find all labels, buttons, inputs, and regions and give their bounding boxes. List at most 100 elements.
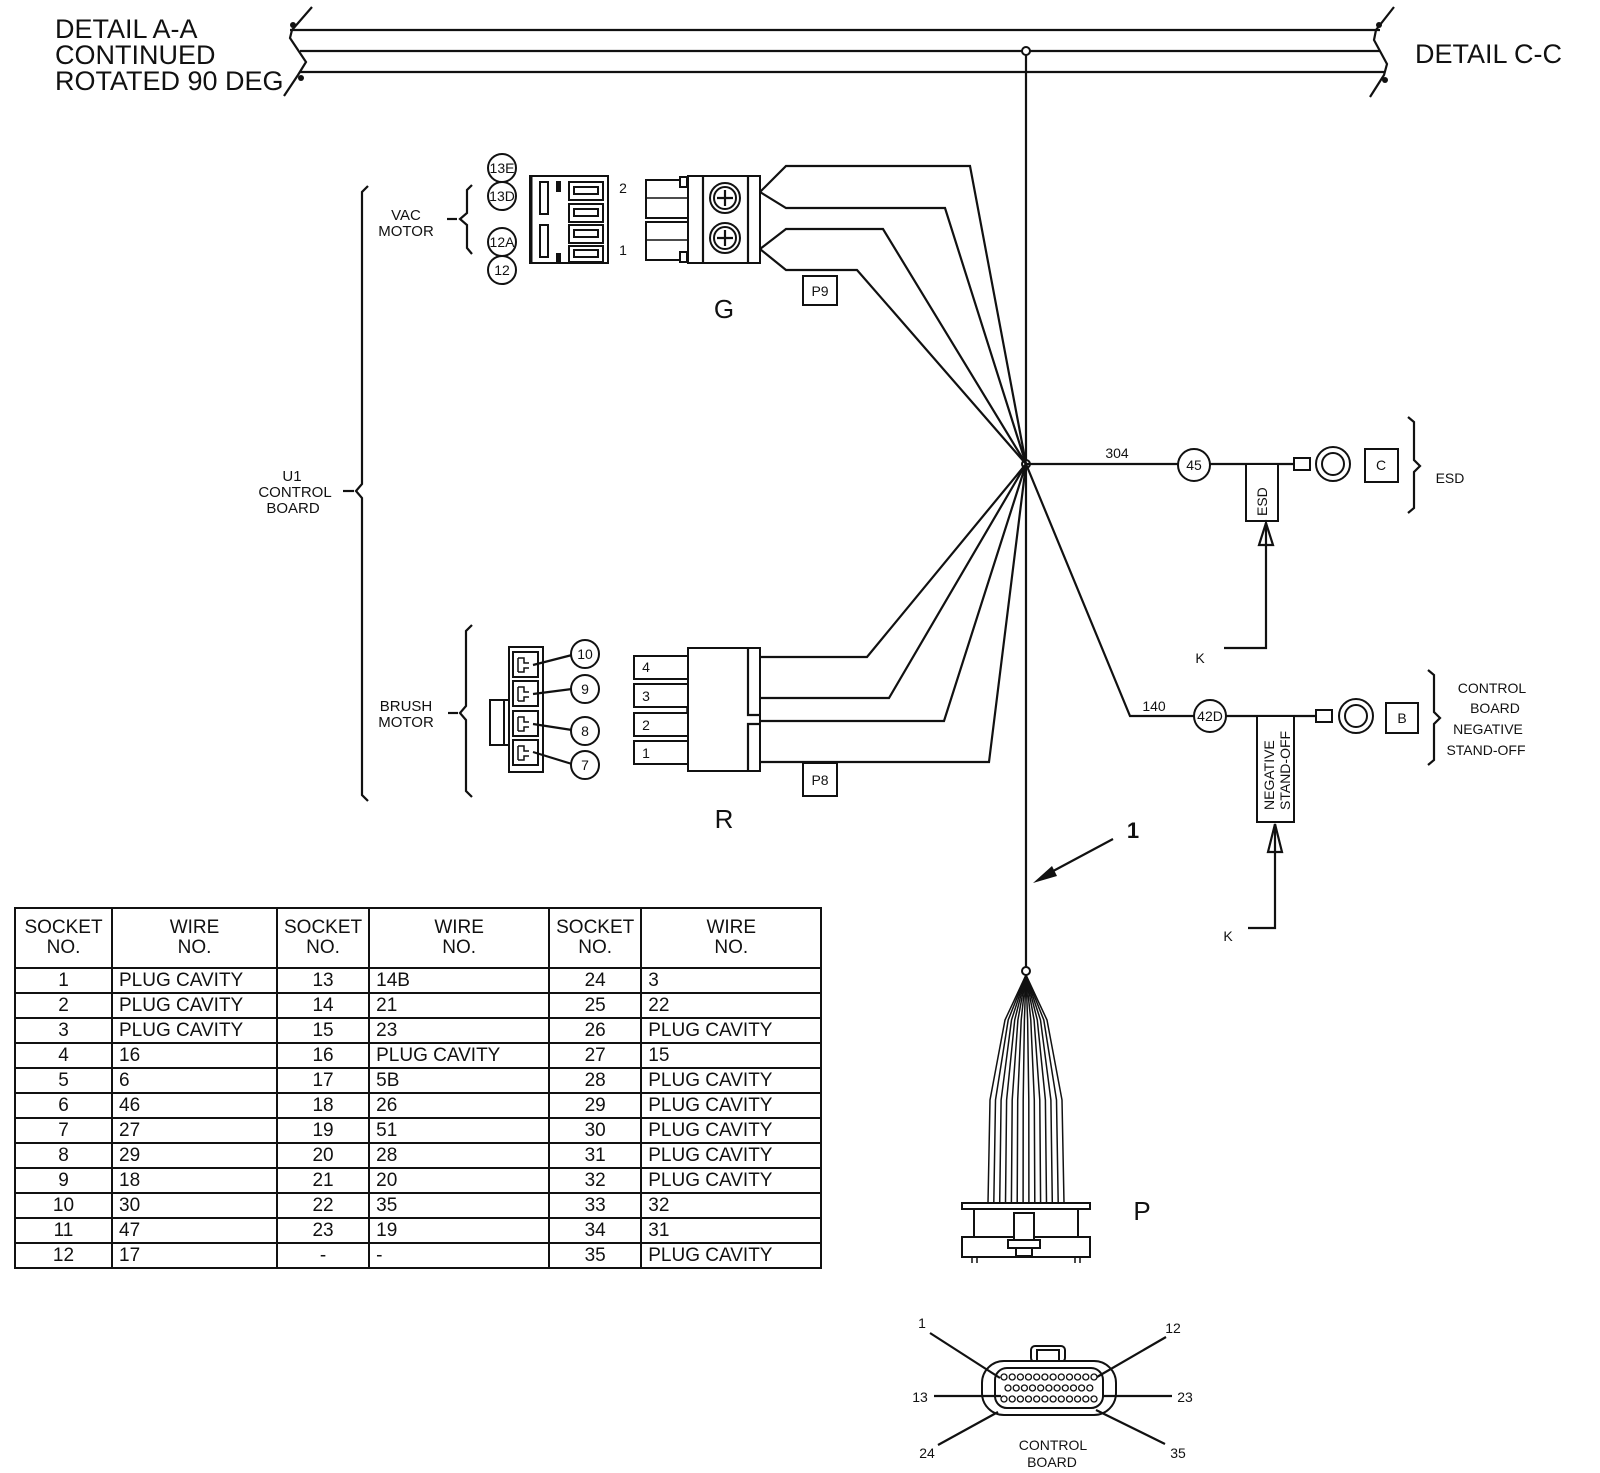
title-line: DETAIL A-A xyxy=(55,14,198,44)
pin-hole xyxy=(1069,1384,1078,1392)
wire-number-cell: PLUG CAVITY xyxy=(640,1092,823,1119)
splice-node-p xyxy=(1021,966,1031,976)
wire-number-cell: 3 xyxy=(640,967,823,994)
terminal-callout: 8 xyxy=(581,723,589,739)
wire-number-cell: 14B xyxy=(368,967,551,994)
socket-number-cell: 28 xyxy=(548,1067,643,1094)
pin-label: 4 xyxy=(642,659,650,675)
connector-p-wire-fan xyxy=(987,974,1065,1204)
wire-number-cell: 19 xyxy=(368,1217,551,1244)
socket-number-cell: 25 xyxy=(548,992,643,1019)
socket-number-cell: 1 xyxy=(14,967,113,994)
wire-number-cell: - xyxy=(368,1242,551,1269)
splice-callout: 42D xyxy=(1197,708,1223,724)
detail-a-a-title: DETAIL A-A CONTINUED ROTATED 90 DEG xyxy=(55,14,284,96)
pin-hole xyxy=(1041,1373,1049,1381)
header-line: WIRE xyxy=(434,917,484,938)
pin-hole xyxy=(1016,1395,1025,1403)
terminal-callout: 13E xyxy=(490,160,515,176)
pin-hole xyxy=(1012,1384,1020,1392)
header-line: NO. xyxy=(177,937,212,958)
pin-hole xyxy=(1033,1395,1041,1403)
pin-hole xyxy=(1033,1373,1041,1381)
connector-g-wires xyxy=(759,164,1028,465)
pin-hole xyxy=(1065,1373,1074,1381)
connector-g-housing-left xyxy=(529,175,609,264)
header-line: SOCKET xyxy=(556,917,635,938)
fan-wire xyxy=(1025,974,1042,1204)
title-line: ROTATED 90 DEG xyxy=(55,66,284,96)
connector-g-label: G xyxy=(714,294,734,324)
terminal-callout: 10 xyxy=(577,646,593,662)
fan-wire xyxy=(1025,974,1048,1204)
wire-number-cell: 47 xyxy=(111,1217,278,1244)
fan-wire xyxy=(993,974,1027,1204)
group-label: MOTOR xyxy=(378,223,434,240)
pin-grid xyxy=(1000,1373,1098,1403)
u1-control-board-group: U1 CONTROL BOARD xyxy=(258,185,369,802)
pin-hole xyxy=(1028,1384,1037,1392)
socket-number-cell: 15 xyxy=(275,1017,371,1044)
socket-number-cell: 35 xyxy=(548,1242,643,1269)
standoff-tag: NEGATIVE xyxy=(1261,740,1277,810)
connector-r-wires xyxy=(760,463,1028,764)
socket-number-cell: 12 xyxy=(14,1242,113,1269)
group-label: CONTROL xyxy=(1458,680,1527,696)
fan-wire xyxy=(1010,974,1027,1204)
wire-number-cell: 28 xyxy=(368,1142,551,1169)
pin-hole xyxy=(1049,1373,1057,1381)
pin-hole xyxy=(1000,1395,1008,1403)
pin-hole xyxy=(1082,1373,1090,1381)
pin-hole xyxy=(1020,1384,1029,1392)
group-label: STAND-OFF xyxy=(1446,742,1525,758)
header-line: NO. xyxy=(578,937,613,958)
wire-number: 304 xyxy=(1105,445,1129,461)
wire-number-cell: 15 xyxy=(640,1042,823,1069)
fan-wire xyxy=(1025,974,1036,1204)
terminal-letter: C xyxy=(1376,457,1386,473)
socket-number-cell: 3 xyxy=(14,1017,113,1044)
header-line: NO. xyxy=(46,937,81,958)
pin-callout: 13 xyxy=(912,1389,928,1405)
pin-label: 1 xyxy=(619,242,627,258)
wire-number-cell: PLUG CAVITY xyxy=(640,1167,823,1194)
pin-hole xyxy=(1073,1395,1082,1403)
pin-label: 3 xyxy=(642,688,650,704)
wire-number-cell: 20 xyxy=(368,1167,551,1194)
fan-wire xyxy=(1022,974,1027,1204)
connector-r-label: R xyxy=(715,804,734,834)
fan-wire xyxy=(987,974,1027,1204)
connector-p-face-view xyxy=(929,1332,1172,1446)
header-line: NO. xyxy=(442,937,477,958)
connector-p-label: P xyxy=(1133,1196,1150,1226)
terminal-callout: 9 xyxy=(581,681,589,697)
detail-c-c-title: DETAIL C-C xyxy=(1415,39,1562,69)
pin-hole xyxy=(1008,1373,1016,1381)
header-line: SOCKET xyxy=(24,917,103,938)
socket-number-cell: 10 xyxy=(14,1192,113,1219)
wire-number-cell: 31 xyxy=(640,1217,823,1244)
socket-number-cell: 4 xyxy=(14,1042,113,1069)
plug-tag: P9 xyxy=(811,283,828,299)
esd-tag: ESD xyxy=(1254,487,1270,516)
wire-number-cell: 6 xyxy=(111,1067,278,1094)
wire-number-cell: 26 xyxy=(368,1092,551,1119)
socket-number-cell: 16 xyxy=(275,1042,371,1069)
wire-number-cell: 32 xyxy=(640,1192,823,1219)
wire-number-cell: 16 xyxy=(111,1042,278,1069)
pin-callout: 24 xyxy=(919,1445,935,1461)
item-callout-arrow xyxy=(1033,838,1114,883)
terminal-callout: 13D xyxy=(489,188,515,204)
header-line: NO. xyxy=(714,937,749,958)
pin-hole xyxy=(1000,1373,1008,1381)
pin-label: 2 xyxy=(619,180,627,196)
